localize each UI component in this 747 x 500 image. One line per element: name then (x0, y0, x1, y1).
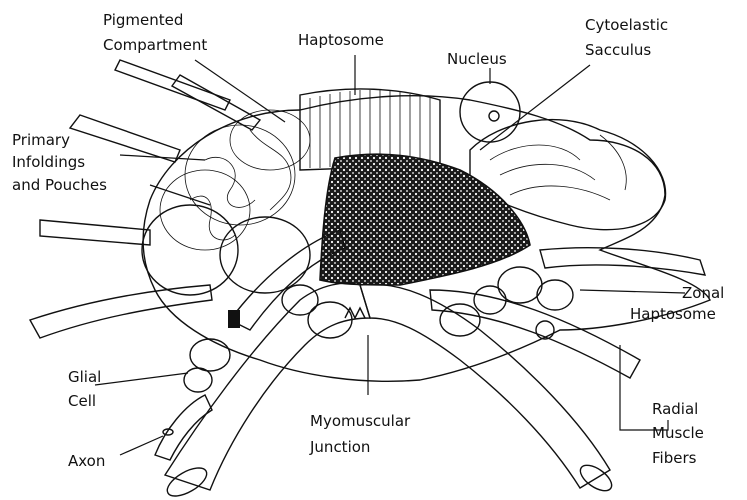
process-left-lower (30, 285, 212, 338)
label-zonal-line-1: Zonal (682, 284, 724, 302)
axon-body (155, 395, 212, 460)
label-radial-muscle-fibers: Radial Muscle Fibers (652, 400, 709, 467)
label-primary-line-2: Infoldings (12, 153, 85, 171)
label-cytoelastic-sacculus: Cytoelastic Sacculus (585, 16, 673, 59)
label-pigmented-line-2: Compartment (103, 36, 207, 54)
label-radial-line-1: Radial (652, 400, 698, 418)
label-cytoelastic-line-1: Cytoelastic (585, 16, 668, 34)
pigmented-lobes (142, 110, 310, 295)
label-myomuscular-line-2: Junction (309, 438, 370, 456)
label-haptosome: Haptosome (298, 31, 384, 49)
label-primary-line-3: and Pouches (12, 176, 107, 194)
label-nucleus: Nucleus (447, 50, 507, 68)
label-zonal-line-2: Haptosome (630, 305, 716, 323)
label-primary-line-1: Primary (12, 131, 70, 149)
label-axon: Axon (68, 452, 105, 470)
muscle-fiber-right (360, 284, 610, 488)
label-axon-line-1: Axon (68, 452, 105, 470)
label-nucleus-line-1: Nucleus (447, 50, 507, 68)
label-glial-line-2: Cell (68, 392, 96, 410)
label-primary-infoldings: Primary Infoldings and Pouches (12, 131, 107, 194)
label-zonal-haptosome: Zonal Haptosome (630, 284, 729, 323)
label-myomuscular-line-1: Myomuscular (310, 412, 411, 430)
label-radial-line-2: Muscle (652, 424, 704, 442)
central-mass (320, 154, 530, 285)
glial-cell-body (190, 339, 230, 371)
label-glial-cell: Glial Cell (68, 368, 106, 410)
muscle-fiber-far-right (430, 290, 640, 378)
zonal-band (540, 248, 705, 275)
label-haptosome-line-1: Haptosome (298, 31, 384, 49)
illustration (30, 60, 710, 500)
muscle-fiber-left (165, 283, 370, 490)
label-pigmented-line-1: Pigmented (103, 11, 183, 29)
nucleolus (489, 111, 499, 121)
label-pigmented-compartment: Pigmented Compartment (103, 11, 207, 54)
process-left (40, 220, 150, 245)
label-radial-line-3: Fibers (652, 449, 697, 467)
label-glial-line-1: Glial (68, 368, 101, 386)
label-cytoelastic-line-2: Sacculus (585, 41, 651, 59)
label-myomuscular-junction: Myomuscular Junction (309, 412, 415, 456)
